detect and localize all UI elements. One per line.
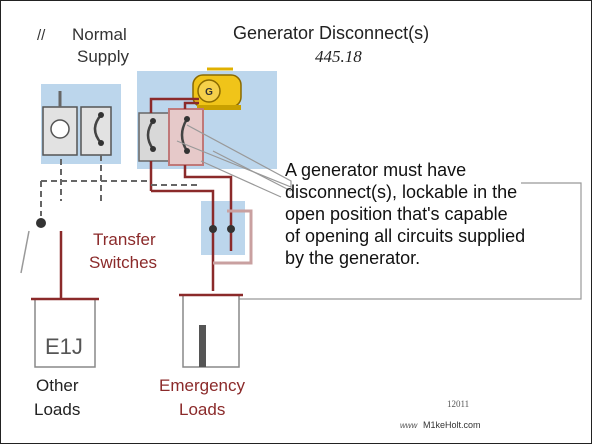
callout-line: by the generator.	[285, 248, 421, 268]
callout-leader	[176, 124, 292, 198]
emergency-feeder-frame	[213, 209, 253, 265]
frame-line	[20, 230, 30, 274]
generator-disconnect-right	[168, 108, 204, 166]
switch-contact	[227, 225, 235, 233]
generator-wiring	[59, 97, 233, 301]
site-name: M1keHolt.com	[423, 420, 481, 430]
page-title: Generator Disconnect(s)	[233, 23, 430, 43]
generator-icon	[192, 67, 242, 110]
normal-supply-wiring	[40, 155, 201, 216]
normal-supply-meter	[42, 91, 78, 156]
other-loads-label-1: Other	[36, 376, 79, 395]
callout-box	[211, 182, 582, 300]
transfer-switches-label-1: Transfer	[93, 230, 156, 249]
emergency-loads-label-1: Emergency	[159, 376, 245, 395]
other-loads-panel	[31, 297, 99, 368]
callout-line: of opening all circuits supplied	[285, 226, 526, 246]
callout-line: A generator must have	[285, 160, 467, 180]
generator-symbol: G	[205, 87, 213, 98]
normal-supply-label-2: Supply	[77, 47, 129, 66]
emergency-switch-bg	[201, 201, 245, 255]
emergency-loads-label-2: Loads	[179, 400, 226, 419]
transfer-switches-label-2: Switches	[89, 253, 158, 272]
panel-mark: E1J	[45, 334, 83, 359]
normal-supply-label-1: Normal	[72, 25, 127, 44]
transfer-contact-left	[36, 218, 46, 228]
emergency-loads-panel	[179, 293, 243, 368]
callout-line: disconnect(s), lockable in the	[285, 182, 518, 202]
site-prefix: www	[400, 421, 418, 430]
page-number: 12011	[447, 399, 470, 409]
callout-line: open position that's capable	[285, 204, 508, 224]
callout-text: A generator must have disconnect(s), loc…	[285, 159, 585, 299]
slashes-mark: //	[37, 27, 46, 44]
generator-disconnect-left	[138, 112, 170, 162]
code-reference: 445.18	[315, 47, 362, 66]
normal-supply-disconnect	[80, 106, 112, 156]
other-loads-label-2: Loads	[34, 400, 81, 419]
switch-contact	[209, 225, 217, 233]
